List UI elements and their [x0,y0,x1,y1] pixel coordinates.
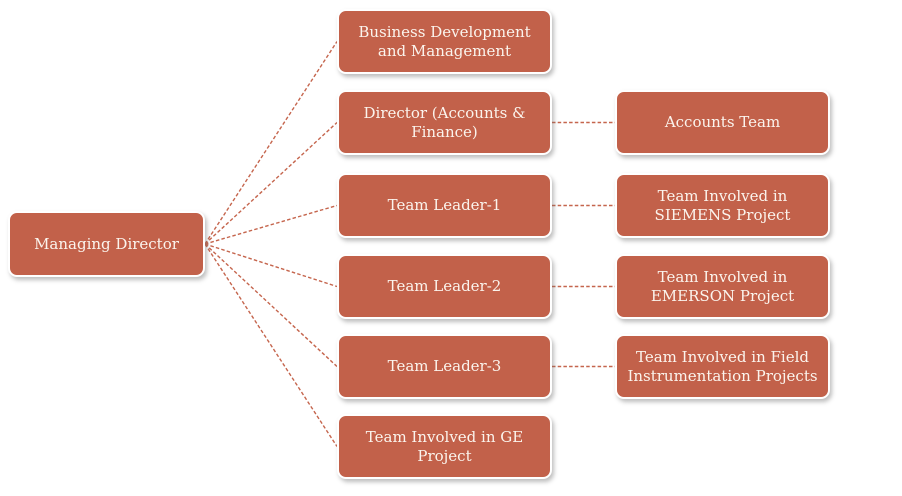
node-team-leader-1: Team Leader-1 [337,173,552,238]
node-director-accounts-finance: Director (Accounts & Finance) [337,90,552,155]
node-label: Managing Director [34,234,179,253]
node-label: Team Leader-2 [387,277,502,296]
node-team-field-instrumentation-projects: Team Involved in Field Instrumentation P… [615,334,830,399]
node-team-siemens-project: Team Involved in SIEMENS Project [615,173,830,238]
node-team-leader-2: Team Leader-2 [337,254,552,319]
node-business-development-management: Business Development and Management [337,9,552,74]
node-label: Team Involved in GE Project [365,427,524,465]
node-label: Director (Accounts & Finance) [363,103,526,141]
node-managing-director: Managing Director [8,211,205,277]
node-accounts-team: Accounts Team [615,90,830,155]
node-team-leader-3: Team Leader-3 [337,334,552,399]
node-label: Business Development and Management [358,22,531,60]
node-team-emerson-project: Team Involved in EMERSON Project [615,254,830,319]
node-label: Team Involved in Field Instrumentation P… [627,347,818,385]
node-label: Accounts Team [664,113,781,132]
node-label: Team Leader-3 [387,357,502,376]
node-label: Team Involved in SIEMENS Project [654,186,791,224]
node-label: Team Involved in EMERSON Project [650,267,795,305]
node-label: Team Leader-1 [387,196,502,215]
node-team-ge-project: Team Involved in GE Project [337,414,552,479]
